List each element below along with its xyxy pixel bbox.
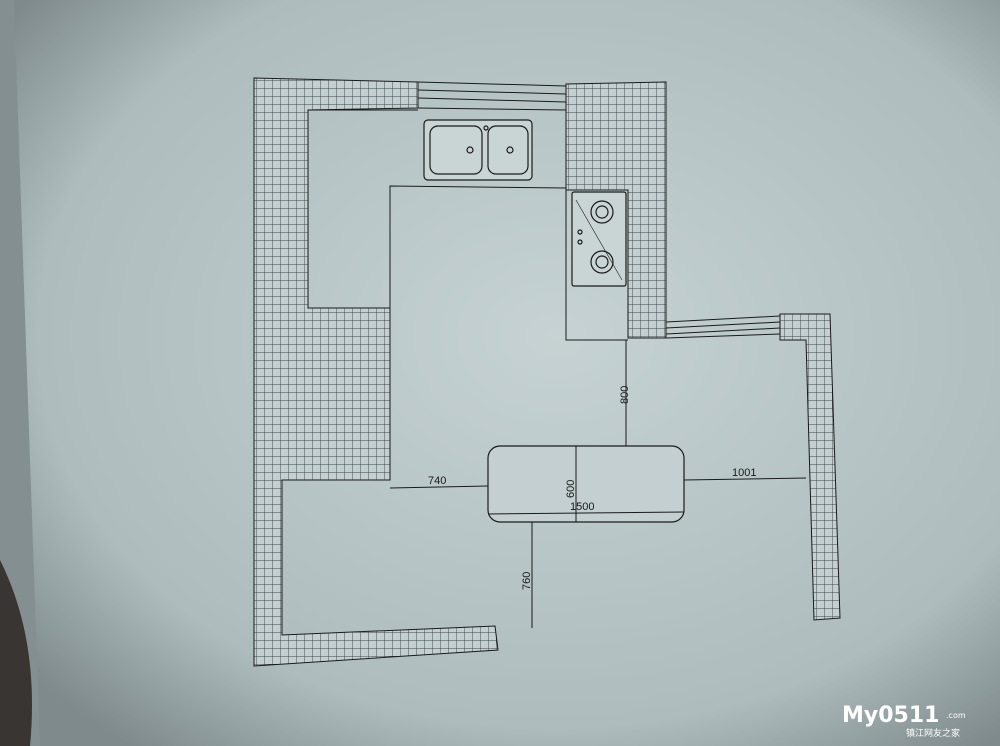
window-openings bbox=[417, 81, 781, 339]
dimension-760: 760 bbox=[521, 572, 533, 590]
dimension-lines bbox=[389, 340, 807, 628]
far-right-wall bbox=[779, 313, 841, 621]
dimension-740: 740 bbox=[428, 475, 446, 487]
photo-shadow bbox=[0, 560, 32, 746]
site-watermark: My0511 .com 镇江网友之家 bbox=[842, 703, 966, 739]
gas-hob-icon bbox=[571, 191, 627, 287]
watermark-subtitle: 镇江网友之家 bbox=[906, 727, 960, 739]
watermark-domain: .com bbox=[946, 711, 966, 720]
dimension-1500: 1500 bbox=[570, 501, 594, 513]
kitchen-island bbox=[487, 445, 685, 523]
dimension-1001: 1001 bbox=[732, 467, 756, 479]
counter-outlines bbox=[308, 109, 628, 341]
tiled-counter-walls bbox=[253, 77, 841, 667]
dimension-600: 600 bbox=[565, 480, 577, 498]
dimension-800: 800 bbox=[619, 386, 631, 404]
right-upper-wall bbox=[565, 81, 667, 339]
paper-sheet bbox=[14, 0, 1000, 746]
double-sink-icon bbox=[423, 119, 533, 181]
watermark-brand: My0511 bbox=[842, 703, 939, 728]
